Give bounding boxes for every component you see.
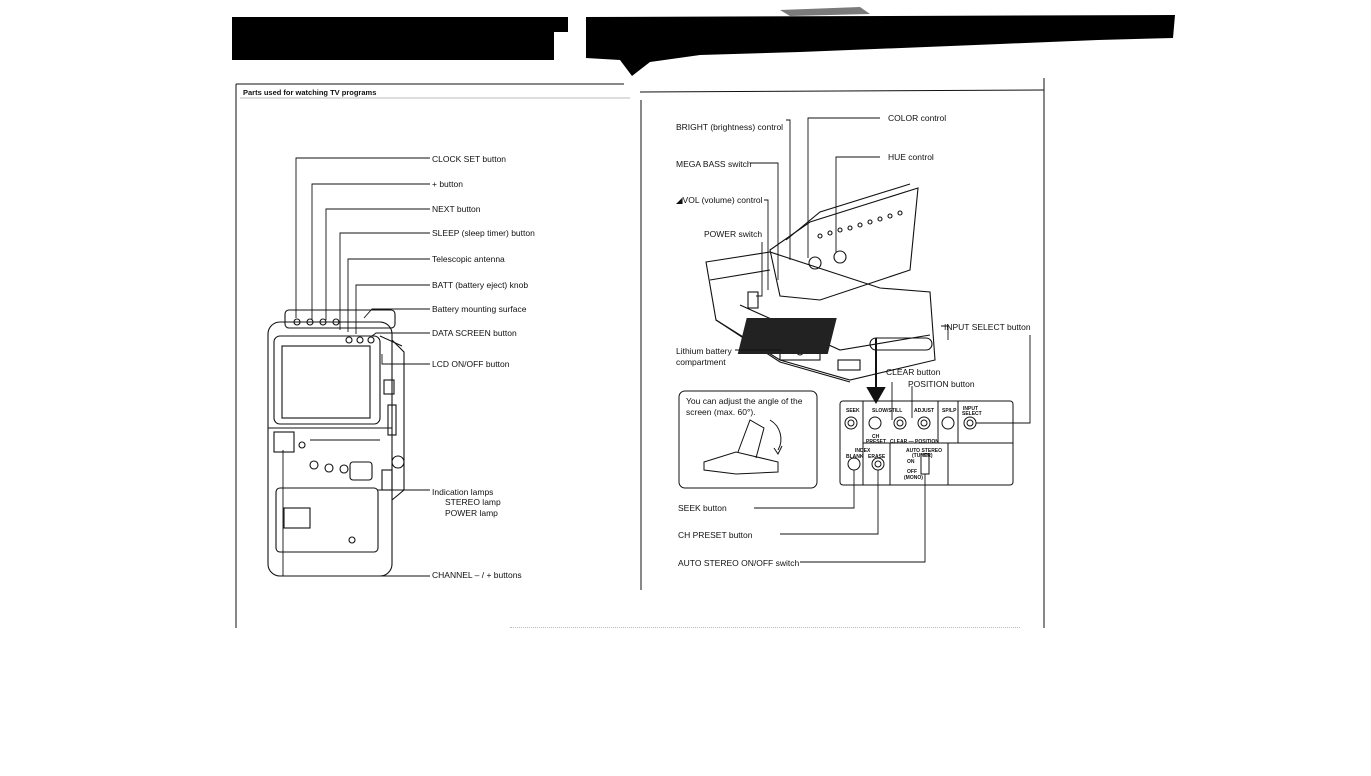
label-position-button: POSITION button	[908, 379, 975, 389]
label-sleep-button: SLEEP (sleep timer) button	[432, 228, 535, 238]
label-auto-stereo-switch: AUTO STEREO ON/OFF switch	[678, 558, 800, 568]
label-bright-control: BRIGHT (brightness) control	[676, 122, 784, 132]
panel-label-index: INDEX	[855, 448, 871, 454]
label-seek-button: SEEK button	[678, 503, 727, 513]
panel-label-preset: PRESET	[866, 439, 887, 445]
label-lithium-battery: Lithium battery	[676, 346, 732, 356]
panel-label-auto-stereo: AUTO STEREO	[906, 448, 943, 454]
header-bar-left	[232, 17, 554, 60]
label-vol-text: VOL (volume) control	[682, 195, 763, 205]
label-lcd-button: LCD ON/OFF button	[432, 359, 510, 369]
label-next-button: NEXT button	[432, 204, 481, 214]
panel-label-clear-position: CLEAR — POSITION	[890, 439, 939, 445]
header-bar-left-tab	[554, 17, 568, 32]
label-stereo-lamp: STEREO lamp	[445, 497, 501, 507]
label-mega-bass-switch: MEGA BASS switch	[676, 159, 752, 169]
panel-label-sp-lp: SP/LP	[942, 408, 957, 414]
label-clear-button: CLEAR button	[886, 367, 941, 377]
label-hue-control: HUE control	[888, 152, 934, 162]
label-data-screen-button: DATA SCREEN button	[432, 328, 517, 338]
panel-label-select: SELECT	[962, 411, 982, 417]
label-input-select-button: INPUT SELECT button	[944, 322, 1031, 332]
label-power-switch: POWER switch	[704, 229, 763, 239]
bottom-scan-line	[510, 627, 1020, 628]
label-batt-knob: BATT (battery eject) knob	[432, 280, 529, 290]
panel-label-mono: (MONO)	[904, 475, 923, 481]
label-vol-control: ◢VOL (volume) control	[676, 195, 763, 205]
panel-label-off: OFF	[907, 469, 917, 475]
label-clock-set-button: CLOCK SET button	[432, 154, 507, 164]
label-color-control: COLOR control	[888, 113, 947, 123]
label-power-lamp: POWER lamp	[445, 508, 498, 518]
label-ch-preset-button: CH PRESET button	[678, 530, 753, 540]
label-lithium-compartment: compartment	[676, 357, 726, 367]
panel-label-input: INPUT	[963, 406, 978, 412]
panel-label-on: ON	[907, 459, 915, 465]
panel-label-erase: ERASE	[868, 454, 886, 460]
panel-label-blank: BLANK	[846, 454, 864, 460]
panel-label-tuner: (TUNER)	[912, 453, 933, 459]
label-channel-buttons: CHANNEL – / + buttons	[432, 570, 522, 580]
panel-label-adjust: ADJUST	[914, 408, 935, 414]
panel-label-ch: CH	[872, 434, 880, 440]
label-plus-button: + button	[432, 179, 463, 189]
section-title: Parts used for watching TV programs	[243, 88, 377, 97]
panel-label-slow-still: SLOW/STILL	[872, 408, 903, 414]
panel-label-seek: SEEK	[846, 408, 860, 414]
label-indication-lamps: Indication lamps	[432, 487, 494, 497]
label-battery-mounting-surface: Battery mounting surface	[432, 304, 527, 314]
screen-angle-note: You can adjust the angle of the screen (…	[686, 396, 803, 417]
label-telescopic-antenna: Telescopic antenna	[432, 254, 505, 264]
